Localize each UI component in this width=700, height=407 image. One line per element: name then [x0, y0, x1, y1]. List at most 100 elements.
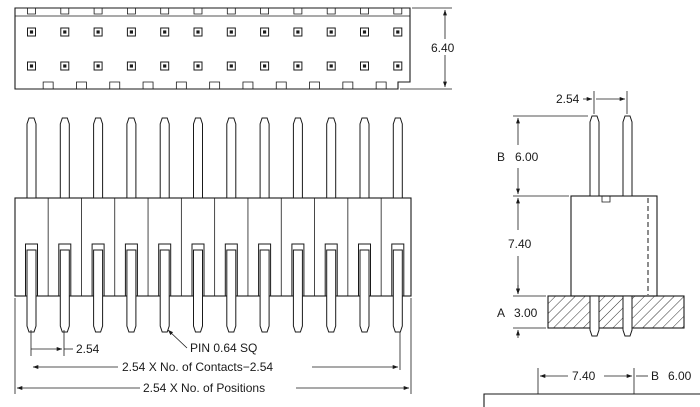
pin-hole: [293, 27, 303, 37]
pin-lower-tail: [93, 249, 104, 333]
pin: [91, 117, 105, 333]
pin-hole: [126, 61, 136, 71]
pin-lower-tail: [259, 249, 270, 333]
side-body: [570, 195, 658, 297]
pin-hole-center: [63, 64, 67, 68]
pin-upper-post: [126, 117, 137, 199]
pin-lower-tail: [292, 249, 303, 333]
pin-hole-center: [329, 64, 333, 68]
pin-hole: [226, 61, 236, 71]
top-notches-bottom: [42, 81, 387, 89]
pin: [25, 117, 38, 333]
pin-hole-center: [329, 30, 333, 34]
pin: [224, 117, 238, 333]
pin-hole-center: [396, 64, 400, 68]
pin-upper-post: [259, 117, 270, 199]
pin-hole: [27, 27, 36, 37]
bottom-partial-outline: [483, 393, 700, 407]
pin-hole: [326, 27, 336, 37]
pin-lower-tail: [326, 249, 337, 333]
top-edge-notch: [93, 8, 103, 15]
side-pin-left: [589, 115, 600, 197]
pin-hole: [293, 61, 303, 71]
pin-hole: [126, 27, 136, 37]
pin: [191, 117, 205, 333]
pin-hole: [393, 61, 403, 71]
bottom-edge-notch: [76, 81, 87, 89]
pin-hole: [360, 61, 369, 71]
bottom-b-value: 6.00: [668, 369, 692, 383]
pin-upper-post: [93, 117, 104, 199]
side-pitch-label: 2.54: [556, 92, 580, 106]
pin: [324, 117, 338, 333]
front-body-dividers: [47, 198, 382, 296]
front-body-outline: [14, 197, 412, 297]
top-view-pin-holes: [27, 27, 403, 71]
pin-hole: [193, 61, 203, 71]
a-dim-letter: A: [497, 306, 505, 320]
bottom-b-letter: B: [651, 369, 659, 383]
pin-upper-post: [359, 117, 370, 199]
pin-hole: [260, 27, 270, 37]
top-edge-notch: [193, 8, 203, 15]
bottom-edge-notch: [42, 81, 54, 89]
a-dim-value: 3.00: [514, 306, 538, 320]
pin: [291, 117, 305, 333]
bottom-body-dim-label: 7.40: [572, 369, 596, 383]
pin-upper-post: [292, 117, 303, 199]
bottom-edge-notch: [342, 81, 354, 89]
top-edge-notch: [160, 8, 170, 15]
front-view: [14, 117, 412, 333]
pin-lower-tail: [59, 249, 70, 333]
pin-hole: [160, 61, 170, 71]
contacts-dimension: 2.54 X No. of Contacts−2.54: [32, 332, 401, 374]
top-view-outline: [14, 7, 411, 90]
pin-upper-post: [226, 117, 237, 199]
pin-upper-post: [193, 117, 203, 199]
pin-hole: [326, 61, 336, 71]
pin-hole-center: [396, 30, 400, 34]
pin-hole: [60, 27, 70, 37]
bottom-edge-notch: [142, 81, 154, 89]
b-dim-value: 6.00: [515, 150, 539, 164]
pin-hole: [193, 27, 203, 37]
top-edge-notch: [393, 8, 403, 15]
bottom-edge-notch: [175, 81, 187, 89]
pin-hole: [93, 27, 103, 37]
pin-hole-center: [263, 64, 267, 68]
pin-upper-post: [26, 117, 37, 199]
b-dim-letter: B: [497, 150, 505, 164]
top-edge-notch: [260, 8, 269, 15]
top-edge-notch: [127, 8, 136, 15]
pin-upper-post: [326, 117, 337, 199]
side-pitch-dimension: 2.54: [556, 91, 628, 114]
pin-lower-tail: [193, 249, 203, 333]
contacts-dim-label: 2.54 X No. of Contacts−2.54: [122, 360, 273, 374]
pin-hole-center: [196, 64, 200, 68]
pin-hole-center: [129, 30, 133, 34]
bottom-edge-notch: [242, 81, 254, 89]
side-pin-left-tail: [589, 295, 600, 337]
pin: [391, 117, 405, 333]
pin-hole-center: [296, 64, 300, 68]
pin-hole-center: [296, 30, 300, 34]
pin-hole-center: [229, 30, 233, 34]
width-dim-label: 6.40: [431, 41, 455, 55]
pin-upper-post: [159, 117, 170, 199]
width-dimension: 6.40: [400, 7, 462, 90]
top-edge-notch: [293, 8, 303, 15]
top-edge-notch: [226, 8, 236, 15]
pin-hole-center: [29, 30, 34, 34]
pin: [124, 117, 138, 333]
pin-hole-center: [362, 64, 367, 68]
pin-lower-tail: [126, 249, 137, 333]
bottom-dimensions: 7.40 B 6.00: [483, 368, 700, 407]
bottom-edge-notch: [375, 81, 387, 89]
pin-hole-center: [163, 64, 167, 68]
pin-hole: [160, 27, 170, 37]
pin: [258, 117, 272, 333]
top-edge-notch: [60, 8, 70, 15]
top-edge-notch: [326, 8, 336, 15]
pin-hole-center: [96, 30, 100, 34]
pin-hole: [93, 61, 103, 71]
